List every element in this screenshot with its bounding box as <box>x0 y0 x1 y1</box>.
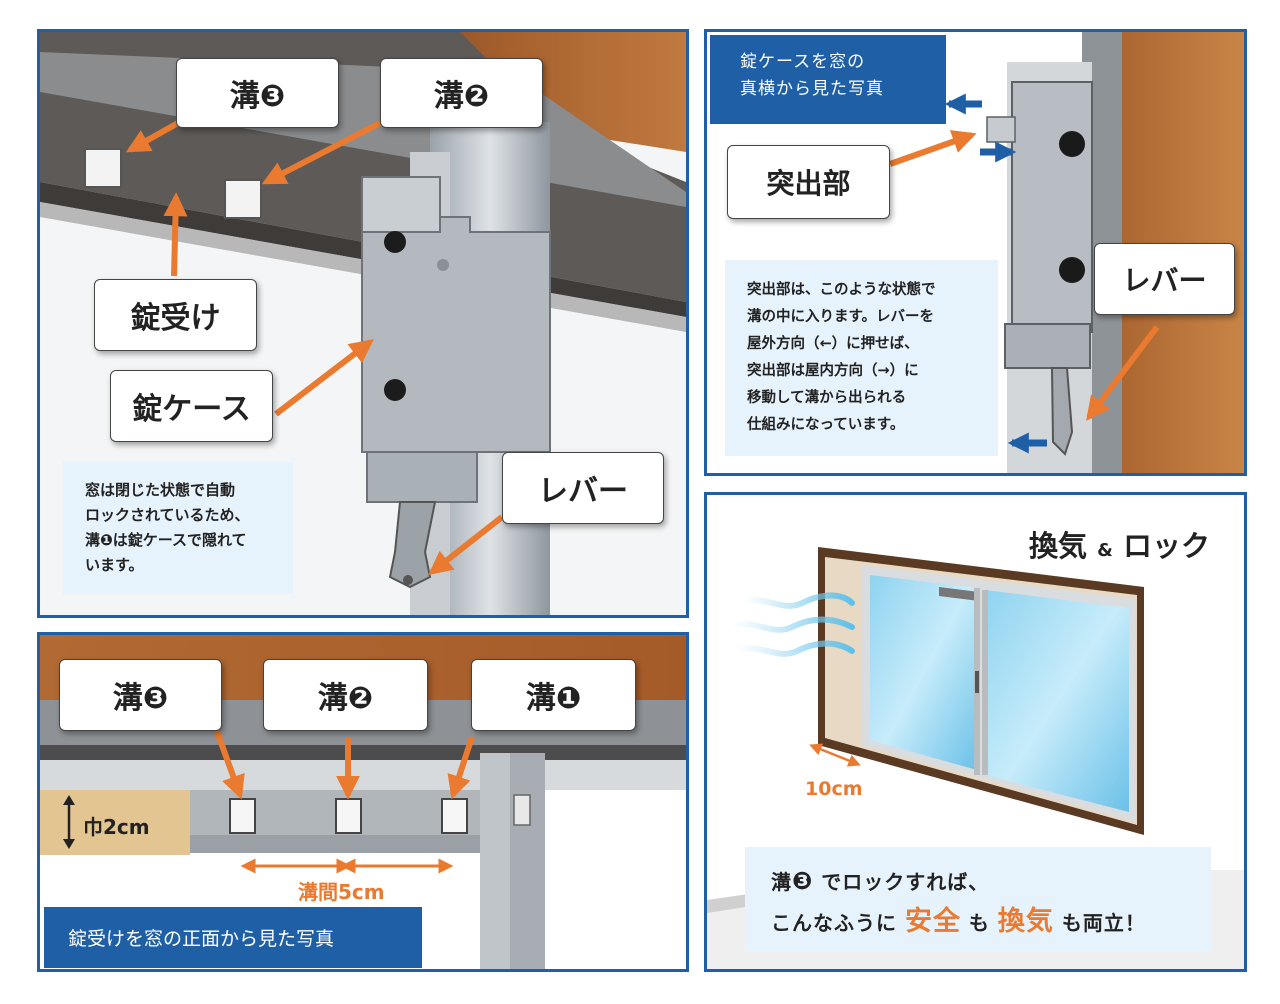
strike-width-label: 巾2cm <box>83 815 150 839</box>
summary-groove: 溝 <box>771 870 792 894</box>
note-line: 溝❶は錠ケースで隠れて <box>85 531 247 549</box>
groove-spacing-label: 溝間5cm <box>298 880 385 904</box>
photo-panel-lock-case: 溝❸ 溝❷ 錠受け 錠ケース レバー 窓は閉じた状態で自動 ロックされているため… <box>37 29 689 618</box>
groove-3-label: 溝❸ <box>59 659 222 731</box>
protrusion-note: 突出部は、このような状態で 溝の中に入ります。レバーを 屋外方向（←）に押せば、… <box>725 260 998 456</box>
summary-line-1: 溝❸ でロックすれば、 <box>771 861 1211 902</box>
note-line: 移動して溝から出られる <box>747 390 907 406</box>
groove-1-label: 溝❶ <box>471 659 636 731</box>
groove-2-label: 溝❷ <box>263 659 428 731</box>
side-view-caption: 錠ケースを窓の 真横から見た写真 <box>710 35 946 124</box>
photo-panel-side-view: 錠ケースを窓の 真横から見た写真 突出部 レバー 突出部は、このような状態で 溝… <box>704 29 1247 476</box>
summary-text: も両立！ <box>1053 911 1146 935</box>
protrusion-label: 突出部 <box>727 145 890 219</box>
note-line: 窓は閉じた状態で自動 <box>85 481 236 499</box>
lever-label: レバー <box>502 452 664 524</box>
summary-text: こんなふうに <box>771 911 905 935</box>
caption-line: 錠ケースを窓の <box>740 52 866 72</box>
note-line: ロックされているため、 <box>85 506 250 524</box>
groove-3-label: 溝❸ <box>176 58 339 128</box>
strike-plate-label: 錠受け <box>94 279 257 351</box>
illustration-panel-ventilation: 換気 & ロック 10cm 溝❸ でロックすれば、 こんなふうに 安全 も 換気… <box>704 492 1247 972</box>
note-line: 仕組みになっています。 <box>747 417 905 433</box>
note-line: 溝の中に入ります。レバーを <box>747 309 935 325</box>
lever-label: レバー <box>1094 243 1235 315</box>
photo-panel-front-view: 溝❸ 溝❷ 溝❶ 巾2cm 溝間5cm 錠受けを窓の正面から見た写真 <box>37 632 689 972</box>
title-ventilation: 換気 <box>1029 529 1088 563</box>
note-line: 突出部は、このような状態で <box>747 282 936 298</box>
groove-2-label: 溝❷ <box>380 58 543 128</box>
ventilation-summary: 溝❸ でロックすれば、 こんなふうに 安全 も 換気 も両立！ <box>745 847 1211 951</box>
summary-groove-number: ❸ <box>792 867 814 895</box>
summary-ventilation: 換気 <box>997 906 1054 937</box>
front-view-caption: 錠受けを窓の正面から見た写真 <box>44 907 422 968</box>
caption-line: 真横から見た写真 <box>740 79 884 99</box>
note-line: 屋外方向（←）に押せば、 <box>747 336 919 352</box>
gap-width-label: 10cm <box>805 778 863 800</box>
ventilation-lock-title: 換気 & ロック <box>1029 523 1210 565</box>
summary-text: も <box>960 911 998 935</box>
summary-line-2: こんなふうに 安全 も 換気 も両立！ <box>771 902 1211 943</box>
note-line: います。 <box>85 556 144 574</box>
title-ampersand: & <box>1097 540 1113 561</box>
lock-case-label: 錠ケース <box>110 370 273 442</box>
note-line: 突出部は屋内方向（→）に <box>747 363 919 379</box>
summary-text: でロックすれば、 <box>813 870 990 894</box>
auto-lock-note: 窓は閉じた状態で自動 ロックされているため、 溝❶は錠ケースで隠れて います。 <box>63 462 293 594</box>
summary-safety: 安全 <box>904 906 961 937</box>
title-lock: ロック <box>1122 529 1210 563</box>
